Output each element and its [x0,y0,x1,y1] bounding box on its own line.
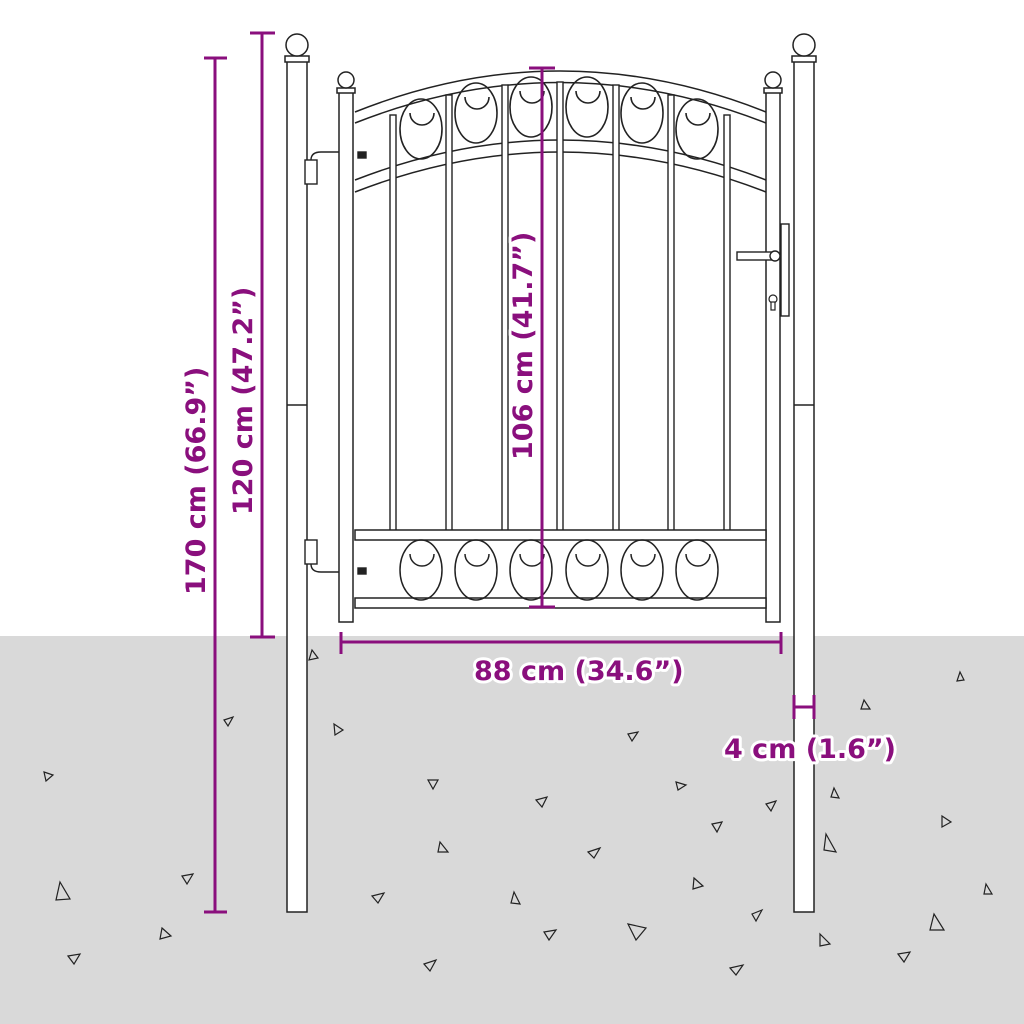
left-post [284,33,310,913]
top-hinge [304,151,367,185]
gravel-pattern [43,648,994,976]
post-width-label: 4 cm (1.6”) [724,734,896,765]
gate-height-label: 106 cm (41.7”) [508,232,539,460]
dimension-lines [204,31,816,914]
gate-frame [336,71,783,623]
total-height-label: 170 cm (66.9”) [181,367,212,595]
bottom-panel [354,529,767,609]
ground [0,636,1024,1024]
top-oval-scrolls [399,76,719,160]
post-height-label: 120 cm (47.2”) [228,287,259,515]
lever-handle [736,223,790,317]
right-post [791,33,817,913]
vertical-bars [389,81,731,536]
keyhole-lock [768,294,778,311]
bottom-hinge [304,539,367,575]
gate-width-label: 88 cm (34.6”) [474,656,684,687]
